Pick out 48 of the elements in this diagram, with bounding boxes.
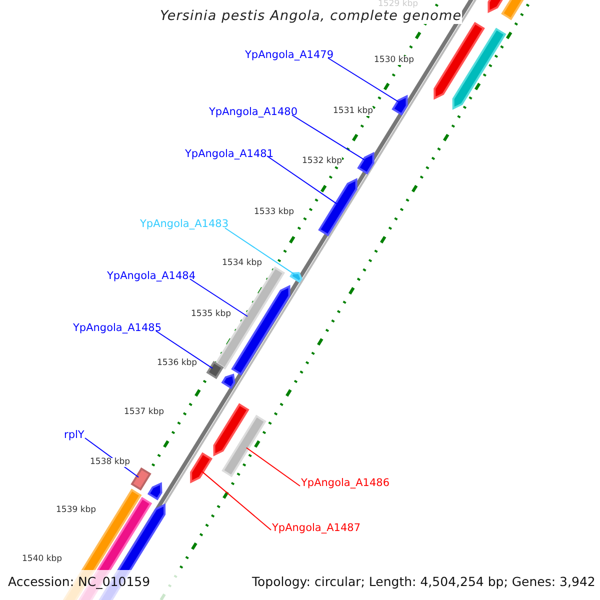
gene-label: YpAngola_A1484 — [107, 271, 196, 283]
gene-block — [231, 284, 290, 376]
scale-label: 1540 kbp — [22, 555, 62, 564]
leader-line — [246, 447, 300, 486]
gene-bar — [222, 414, 266, 478]
gene-label: rplY — [64, 430, 84, 442]
scale-label: 1532 kbp — [302, 157, 342, 166]
gene-block — [488, 0, 505, 14]
gene-label: YpAngola_A1487 — [272, 523, 361, 535]
scale-label: 1534 kbp — [222, 259, 262, 268]
leader-line — [224, 228, 295, 275]
gene-block — [452, 28, 506, 110]
gene-label: YpAngola_A1480 — [209, 107, 298, 119]
gene-bar — [130, 467, 152, 491]
scale-label: 1537 kbp — [124, 408, 164, 418]
leader-line — [156, 330, 213, 369]
gene-bar — [501, 0, 525, 20]
scale-label: 1530 kbp — [374, 56, 414, 66]
leader-line — [190, 278, 248, 317]
gene-label: YpAngola_A1485 — [73, 323, 162, 335]
gene-block — [190, 452, 212, 484]
gene-label: YpAngola_A1479 — [245, 50, 334, 62]
leader-line — [328, 58, 400, 103]
leader-line — [266, 156, 338, 205]
gene-block — [357, 152, 374, 175]
gene-block — [434, 22, 485, 100]
gene-label: YpAngola_A1486 — [301, 478, 390, 490]
gene-block — [290, 272, 302, 283]
gene-block — [318, 178, 358, 236]
genome-summary-text: Topology: circular; Length: 4,504,254 bp; Genes: 3,942 — [252, 575, 596, 589]
gene-label: YpAngola_A1481 — [185, 149, 274, 161]
gene-bar — [214, 266, 286, 370]
scale-label: 1536 kbp — [157, 359, 198, 368]
gene-label: YpAngola_A1483 — [140, 219, 229, 231]
gene-block — [147, 482, 162, 500]
gene-bar — [206, 360, 224, 380]
scale-label: 1533 kbp — [254, 208, 294, 218]
gene-block — [392, 94, 408, 116]
accession-text: Accession: NC_010159 — [8, 575, 150, 589]
gene-block — [221, 374, 236, 390]
scale-label: 1538 kbp — [90, 458, 130, 468]
leader-line — [292, 114, 366, 161]
scale-label: 1539 kbp — [56, 506, 96, 516]
scale-label: 1531 kbp — [333, 107, 374, 116]
map-title: Yersinia pestis Angola, complete genome — [160, 9, 462, 24]
gene-block — [213, 403, 250, 456]
scale-label: 1535 kbp — [191, 310, 232, 320]
leader-line — [200, 470, 272, 530]
